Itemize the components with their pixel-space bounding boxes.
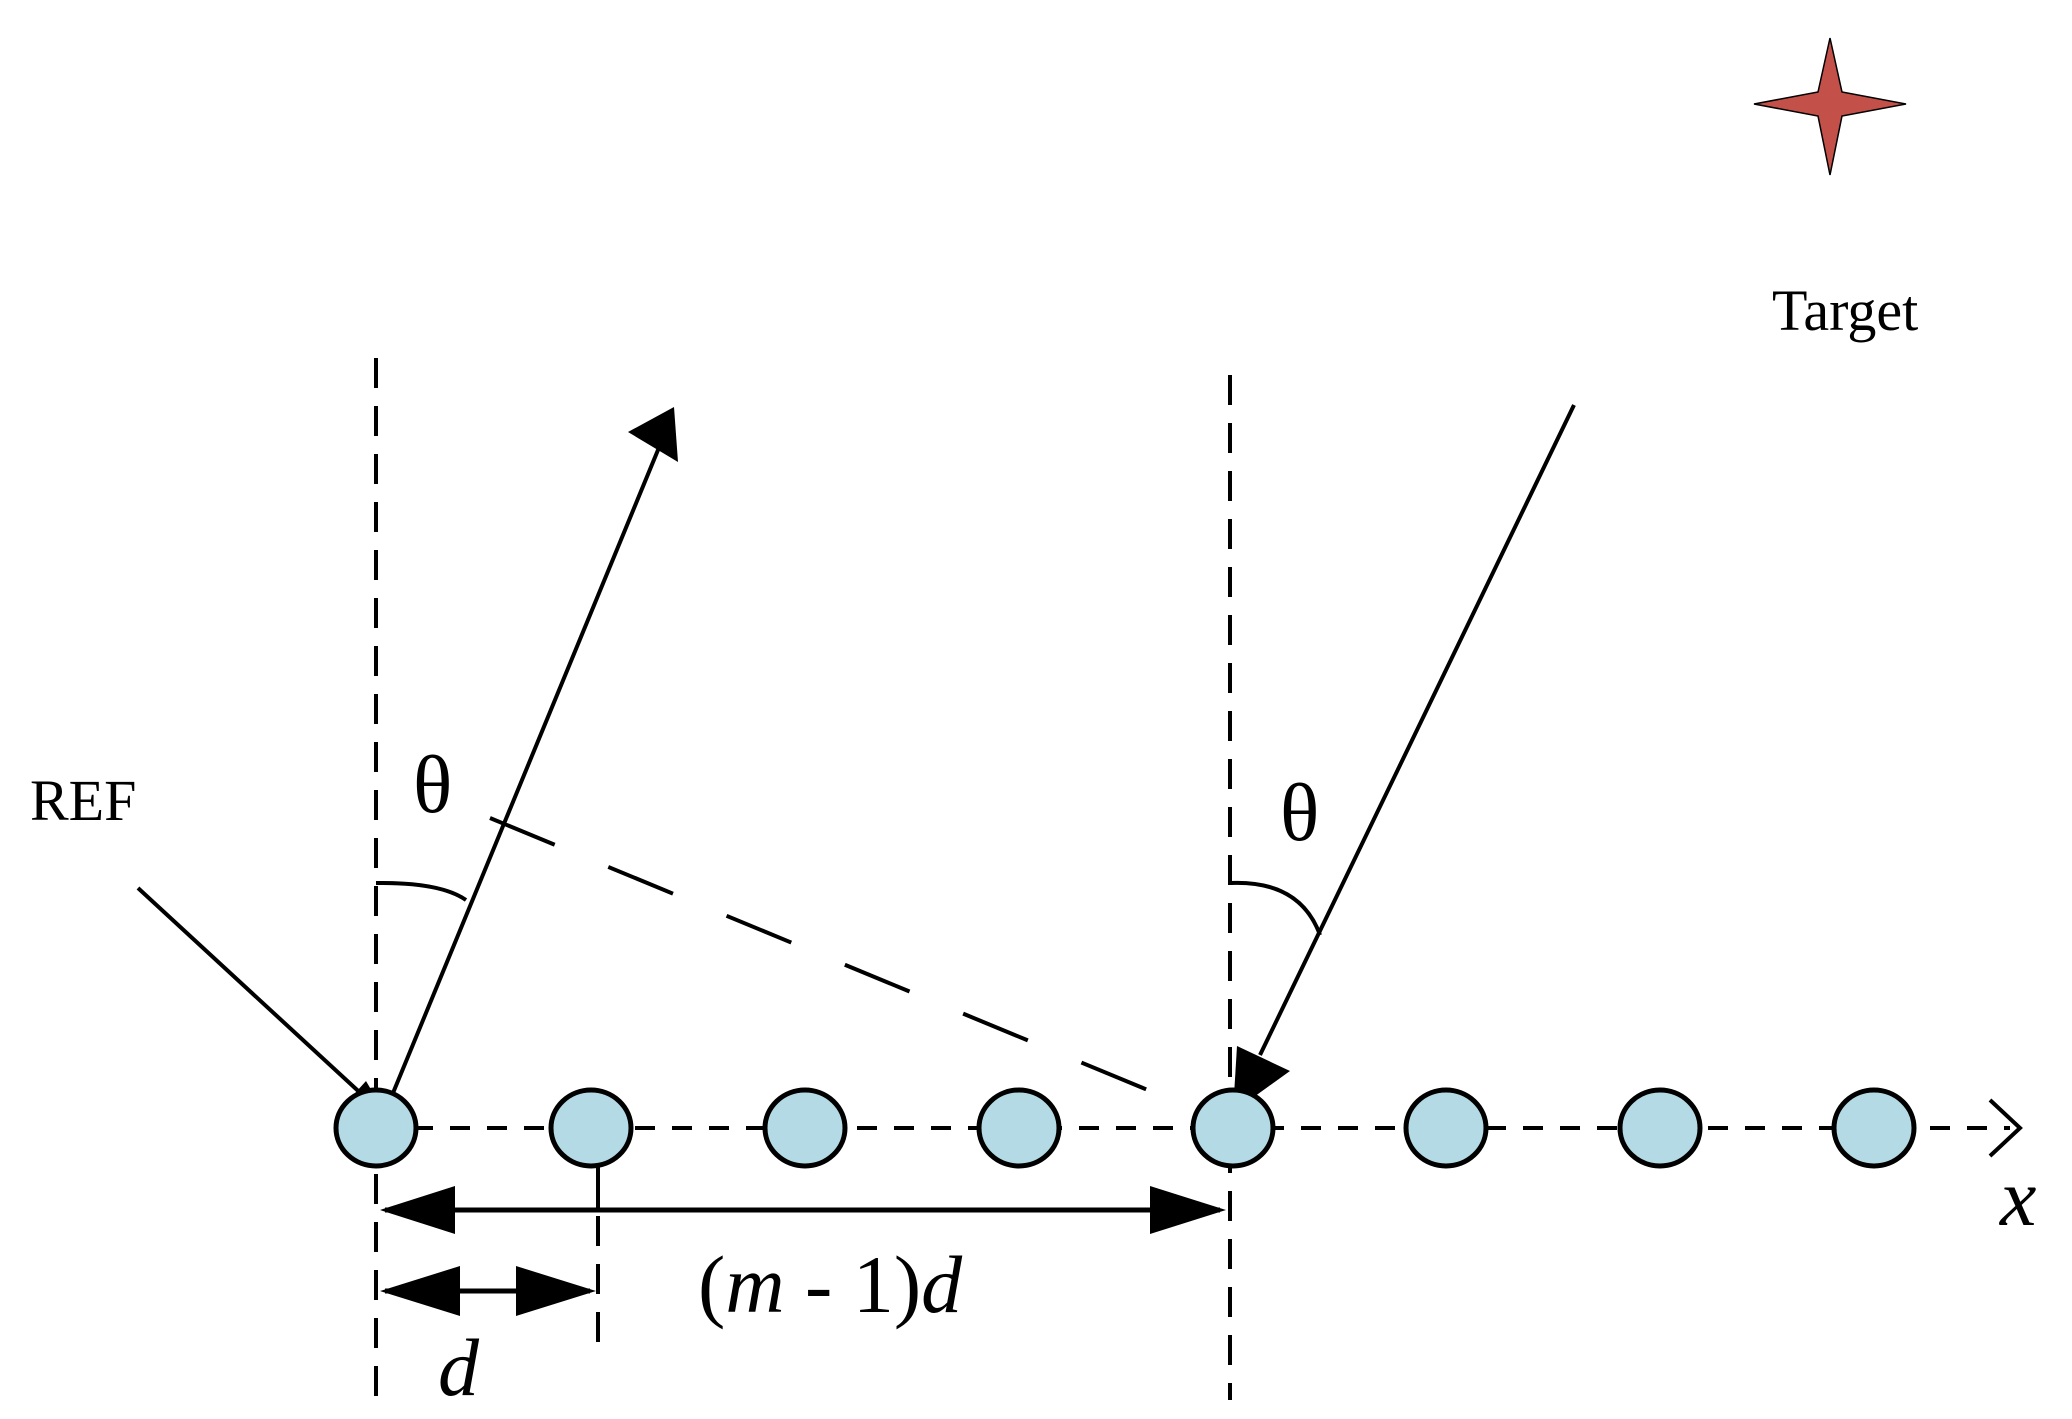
spacing-right-arrowhead	[516, 1266, 596, 1316]
array-element	[1831, 1087, 1917, 1169]
right-theta-label: θ	[1280, 767, 1319, 858]
steered-beam-arrowhead	[628, 407, 678, 462]
wavefront-dashed-line	[489, 816, 1231, 1126]
span-label-open: (	[698, 1239, 725, 1330]
array-element	[1617, 1087, 1703, 1169]
array-element-m	[1190, 1087, 1276, 1169]
antenna-array	[333, 1087, 1917, 1169]
four-point-star-icon	[1753, 37, 1907, 176]
incoming-signal-arrow	[1258, 404, 1576, 1056]
array-element	[548, 1087, 634, 1169]
ref-pointer-line	[136, 886, 370, 1102]
span-left-arrowhead	[380, 1186, 455, 1234]
array-element	[762, 1087, 848, 1169]
target-label: Target	[1772, 278, 1918, 343]
array-element-reference	[333, 1087, 419, 1169]
spacing-label: d	[438, 1322, 480, 1413]
ref-label: REF	[30, 768, 136, 833]
array-element	[976, 1087, 1062, 1169]
span-right-arrowhead	[1150, 1186, 1226, 1234]
array-element	[1403, 1087, 1489, 1169]
span-label-d: d	[921, 1239, 963, 1330]
x-axis-label: x	[1999, 1152, 2036, 1243]
left-theta-label: θ	[413, 739, 452, 830]
spacing-left-arrowhead	[380, 1266, 460, 1316]
x-axis-arrowhead	[1988, 1098, 2023, 1158]
span-label-minus-one: - 1)	[785, 1239, 922, 1330]
left-theta-arc	[375, 880, 468, 902]
right-theta-arc	[1229, 880, 1322, 936]
span-label: (m - 1)d	[698, 1239, 963, 1330]
span-label-m: m	[725, 1239, 784, 1330]
steered-beam-arrow	[384, 432, 667, 1111]
